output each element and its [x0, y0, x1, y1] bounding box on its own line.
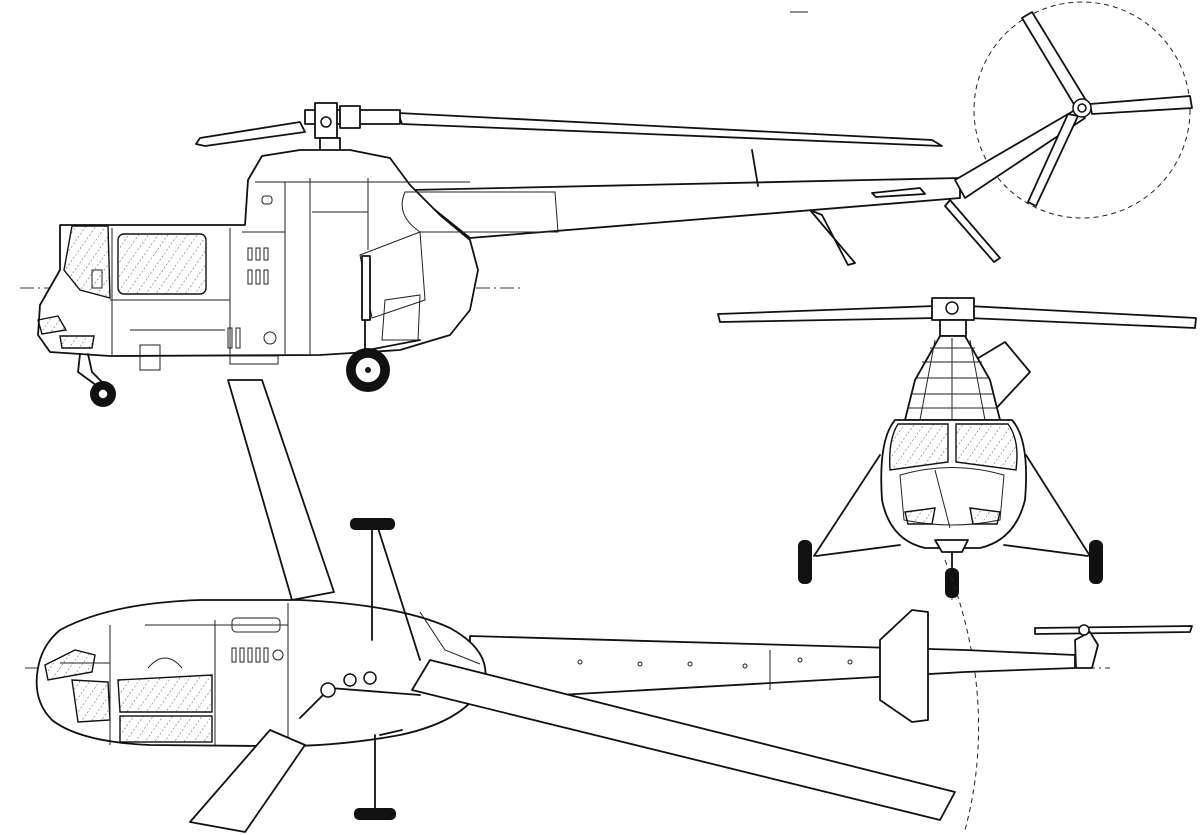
- top-rotor-head: [299, 671, 421, 719]
- front-fuselage-ribs: [908, 338, 997, 421]
- top-view: [25, 379, 1193, 833]
- top-wheel-upper: [350, 518, 395, 530]
- side-door-window: [117, 233, 207, 295]
- top-rotor-disc-arc: [944, 559, 980, 831]
- top-tail-rotor-blade: [1034, 625, 1193, 635]
- top-tail-rotor-gearbox: [1074, 631, 1099, 669]
- front-windshield-right: [955, 423, 1018, 471]
- side-tail-boom: [409, 177, 961, 239]
- tail-rotor-blade-right: [1089, 95, 1193, 115]
- top-rotor-blade-aft: [411, 659, 956, 821]
- side-vents: [91, 195, 277, 349]
- front-nose-wheel: [945, 568, 959, 598]
- front-wheel-right: [1089, 540, 1103, 584]
- top-horizontal-stabilizer: [879, 609, 929, 723]
- front-rotor-blade-right: [967, 305, 1197, 329]
- top-landing-gear: [350, 518, 421, 820]
- side-rotor-hub: [304, 102, 401, 155]
- side-tail-pylon: [954, 109, 1086, 199]
- side-view: [20, 1, 1193, 407]
- side-main-rotor-blade-aft: [397, 112, 943, 147]
- top-tail-boom: [469, 635, 1076, 701]
- top-rotor-blade-lower: [189, 729, 306, 833]
- tail-rotor-blade-up: [1021, 11, 1088, 107]
- front-rotor-blade-left: [717, 305, 938, 323]
- front-view: [717, 297, 1197, 600]
- side-panel-lines: [110, 178, 559, 355]
- front-wheel-left: [798, 540, 812, 584]
- front-windshield-left: [888, 423, 949, 471]
- front-rotor-hub: [931, 297, 975, 337]
- side-tail-rotor-disc: [973, 1, 1191, 219]
- side-main-rotor-blade-fwd: [195, 121, 306, 147]
- side-tail-fin: [809, 209, 856, 266]
- top-fuselage: [35, 599, 487, 748]
- top-panel-lines: [60, 603, 481, 745]
- side-cockpit-glazing: [63, 225, 111, 299]
- front-landing-gear: [798, 454, 1103, 598]
- tail-rotor-blade-down: [1027, 113, 1079, 207]
- top-boom-rivets: [577, 650, 853, 690]
- top-wheel-lower: [354, 808, 396, 820]
- side-landing-gear: [77, 255, 421, 407]
- top-rotor-blade-upper: [227, 379, 335, 601]
- top-vents: [231, 647, 284, 663]
